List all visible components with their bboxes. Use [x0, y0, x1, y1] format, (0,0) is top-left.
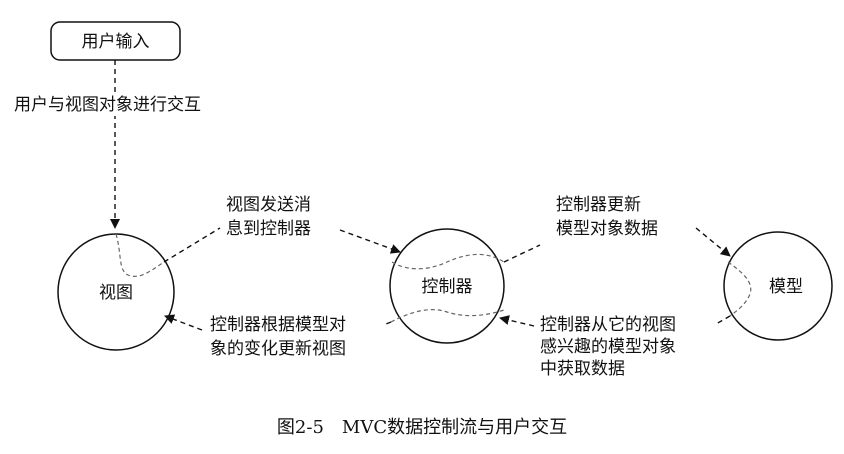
model-to-controller-label-2: 感兴趣的模型对象	[540, 337, 676, 357]
model-label: 模型	[769, 277, 803, 297]
model-to-controller-arrow-b	[499, 315, 535, 327]
figure-caption: 图2-5 MVC数据控制流与用户交互	[277, 417, 567, 438]
user-interaction-label: 用户与视图对象进行交互	[14, 95, 201, 115]
controller-to-model-label-1: 控制器更新	[556, 195, 641, 215]
controller-to-model-arrow-a	[503, 244, 541, 263]
view-to-controller-label-1: 视图发送消	[226, 195, 311, 215]
controller-inner-top	[391, 253, 505, 270]
controller-to-model-arrow-b	[695, 227, 731, 257]
model-inner-curve	[727, 261, 752, 317]
view-to-controller-arrow-b	[339, 229, 401, 254]
controller-node	[389, 228, 505, 344]
controller-to-view-label-1: 控制器根据模型对	[210, 315, 346, 335]
label-bg	[12, 92, 244, 116]
controller-to-model-label-2: 模型对象数据	[556, 219, 658, 239]
controller-label: 控制器	[422, 277, 473, 297]
controller-to-view-arrow-b	[164, 314, 203, 331]
view-to-controller-label-2: 息到控制器	[226, 219, 311, 239]
model-to-controller-label-1: 控制器从它的视图	[540, 315, 676, 335]
view-label: 视图	[99, 283, 133, 303]
controller-to-view-label-2: 象的变化更新视图	[210, 339, 346, 359]
model-node	[723, 231, 833, 341]
model-to-controller-arrow-a	[715, 315, 731, 325]
model-to-controller-label-3: 中获取数据	[540, 359, 625, 379]
controller-to-view-arrow-a	[385, 321, 392, 325]
view-inner-curve	[115, 233, 165, 277]
view-to-controller-arrow-a	[163, 227, 221, 263]
controller-inner-bottom	[390, 309, 505, 323]
user-input-label: 用户输入	[82, 32, 150, 52]
